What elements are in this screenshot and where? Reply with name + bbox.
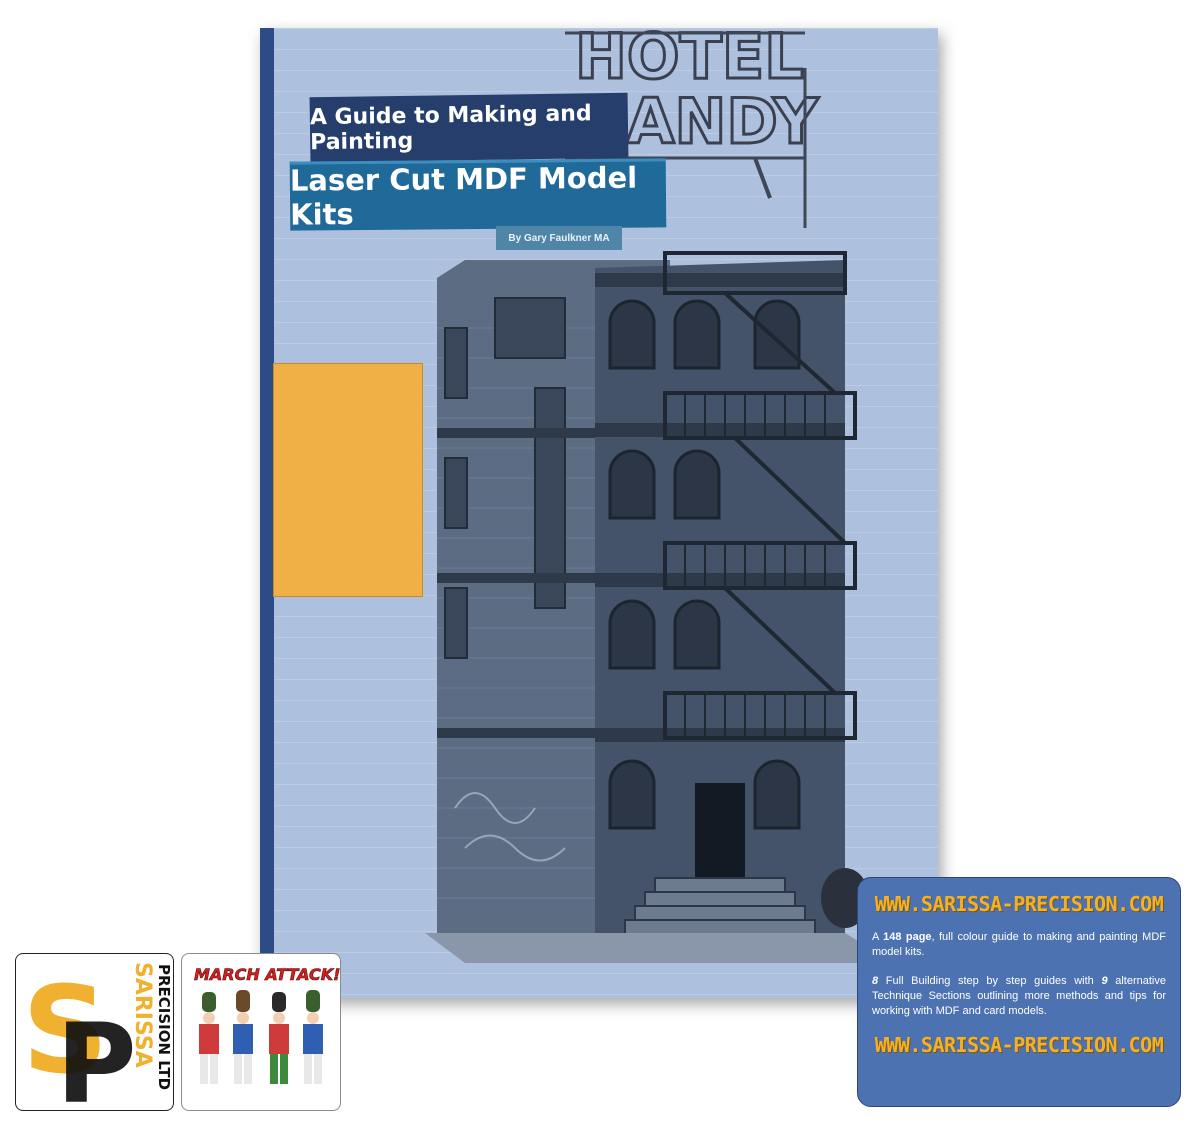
logo-subname: PRECISION LTD: [155, 964, 173, 1090]
desc-text: , full colour guide to making and painti…: [872, 931, 1166, 958]
cover-author: By Gary Faulkner MA: [496, 226, 622, 250]
description-paragraph-1: A 148 page, full colour guide to making …: [872, 930, 1166, 960]
cover-title: Laser Cut MDF Model Kits: [289, 158, 667, 232]
sign-line-1: HOTEL: [575, 28, 804, 93]
website-link-bottom[interactable]: WWW.SARISSA-PRECISION.COM: [874, 1033, 1164, 1057]
building-illustration: HOTEL DANDY: [425, 28, 895, 963]
technique-count: 9: [1101, 975, 1108, 987]
guide-count: 8: [872, 975, 879, 987]
book-spine: [260, 28, 274, 998]
cover-subtitle: A Guide to Making and Painting: [309, 92, 629, 163]
desc-text: alternative Technique Sections outlining…: [872, 975, 1166, 1017]
logo-mark-p: P: [56, 1000, 137, 1110]
desc-text: A: [872, 931, 884, 943]
soldier-figures: [199, 990, 323, 1084]
logo-name: SARISSA: [130, 962, 155, 1068]
desc-text: Full Building step by step guides with: [878, 975, 1102, 987]
logo-mark-s: S: [22, 962, 108, 1101]
book-cover: HOTEL DANDY: [260, 28, 938, 998]
sarissa-precision-logo[interactable]: S P SARISSA PRECISION LTD: [15, 953, 174, 1111]
page-count: 148 page: [883, 931, 932, 943]
website-link-top[interactable]: WWW.SARISSA-PRECISION.COM: [874, 892, 1164, 916]
description-paragraph-2: 8 Full Building step by step guides with…: [872, 974, 1166, 1019]
description: A 148 page, full colour guide to making …: [872, 930, 1166, 1019]
sarissa-logo-icon: S P SARISSA PRECISION LTD: [22, 962, 173, 1110]
march-attack-icon: MARCH ATTACK!: [194, 965, 340, 1084]
info-card: WWW.SARISSA-PRECISION.COM A 148 page, fu…: [857, 877, 1181, 1107]
march-attack-logo[interactable]: MARCH ATTACK!: [181, 953, 341, 1111]
march-attack-title: MARCH ATTACK!: [194, 965, 340, 984]
orange-label-block: [273, 363, 423, 597]
